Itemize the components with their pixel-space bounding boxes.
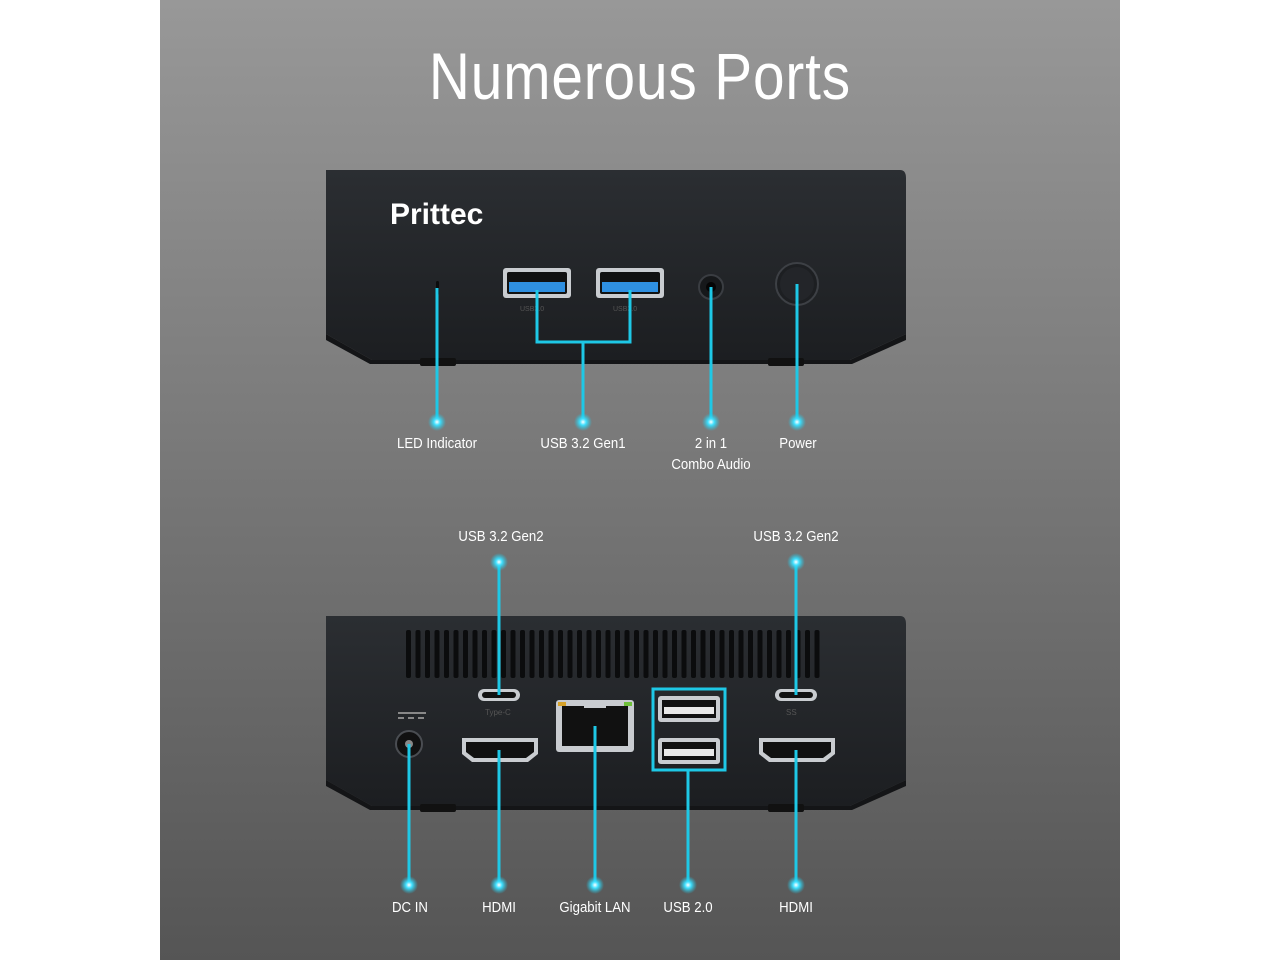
usb30-port-a [503,268,571,298]
vent-slot [615,630,620,678]
vent-slot [719,630,725,678]
vent-slot [567,630,573,678]
vent-slot [472,630,478,678]
usb30-mark-b: USB3.0 [613,306,637,313]
vent-slot [805,630,810,678]
label-gigabit-lan: Gigabit LAN [559,899,631,916]
vent-slot [501,630,506,678]
label-hdmi-right: HDMI [779,899,813,916]
vent-slot [558,630,563,678]
vent-slot [444,630,449,678]
brand-logo: Prittec [390,198,483,231]
page-title: Numerous Ports [428,39,852,113]
vent-slot [577,630,582,678]
vent-slot [482,630,487,678]
callout-lines [407,284,799,885]
usb30-mark-a: USB3.0 [520,306,544,313]
vent-slot [700,630,706,678]
label-usb-gen2-left: USB 3.2 Gen2 [458,528,544,545]
vent-slot [710,630,715,678]
vent-slot [786,630,791,678]
label-hdmi-left: HDMI [482,899,516,916]
vent-slot [653,630,658,678]
vent-slot [529,630,535,678]
label-usb-gen2-right: USB 3.2 Gen2 [753,528,839,545]
label-usb-gen1: USB 3.2 Gen1 [540,435,626,452]
vent-slot [662,630,668,678]
vent-slot [548,630,554,678]
vent-slot [539,630,544,678]
label-power: Power [779,435,817,452]
vent-slot [814,630,820,678]
vent-slot [748,630,753,678]
usb2-ports [658,696,720,764]
vent-slot [586,630,592,678]
vent-slot [453,630,459,678]
callout-dots [400,413,806,894]
vent-slot [425,630,430,678]
vent-slot [510,630,516,678]
ss-mark: SS [786,708,797,717]
vent-slot [729,630,734,678]
label-audio-line2: Combo Audio [671,456,751,473]
vent-slot [463,630,468,678]
vent-slot [491,630,497,678]
vent-slot [415,630,421,678]
vent-slot [738,630,744,678]
label-audio-line1: 2 in 1 [694,435,728,452]
front-device: Prittec USB3.0 USB3.0 [326,170,906,366]
vent-slot [681,630,687,678]
vent-slot [596,630,601,678]
vent-slot [605,630,611,678]
vent-slot [757,630,763,678]
vent-slot [776,630,782,678]
vent-slot [691,630,696,678]
label-led-indicator: LED Indicator [397,435,477,452]
vent-slot [672,630,677,678]
rear-device: Type-C SS [326,616,906,812]
vent-slot [406,630,411,678]
vent-slot [767,630,772,678]
vent-slot [643,630,649,678]
label-usb2: USB 2.0 [663,899,713,916]
vent-slot [624,630,630,678]
type-c-mark: Type-C [485,708,511,717]
vent-slot [434,630,440,678]
usb30-port-b [596,268,664,298]
label-dc-in: DC IN [392,899,428,916]
vent-slot [520,630,525,678]
vent-slot [634,630,639,678]
